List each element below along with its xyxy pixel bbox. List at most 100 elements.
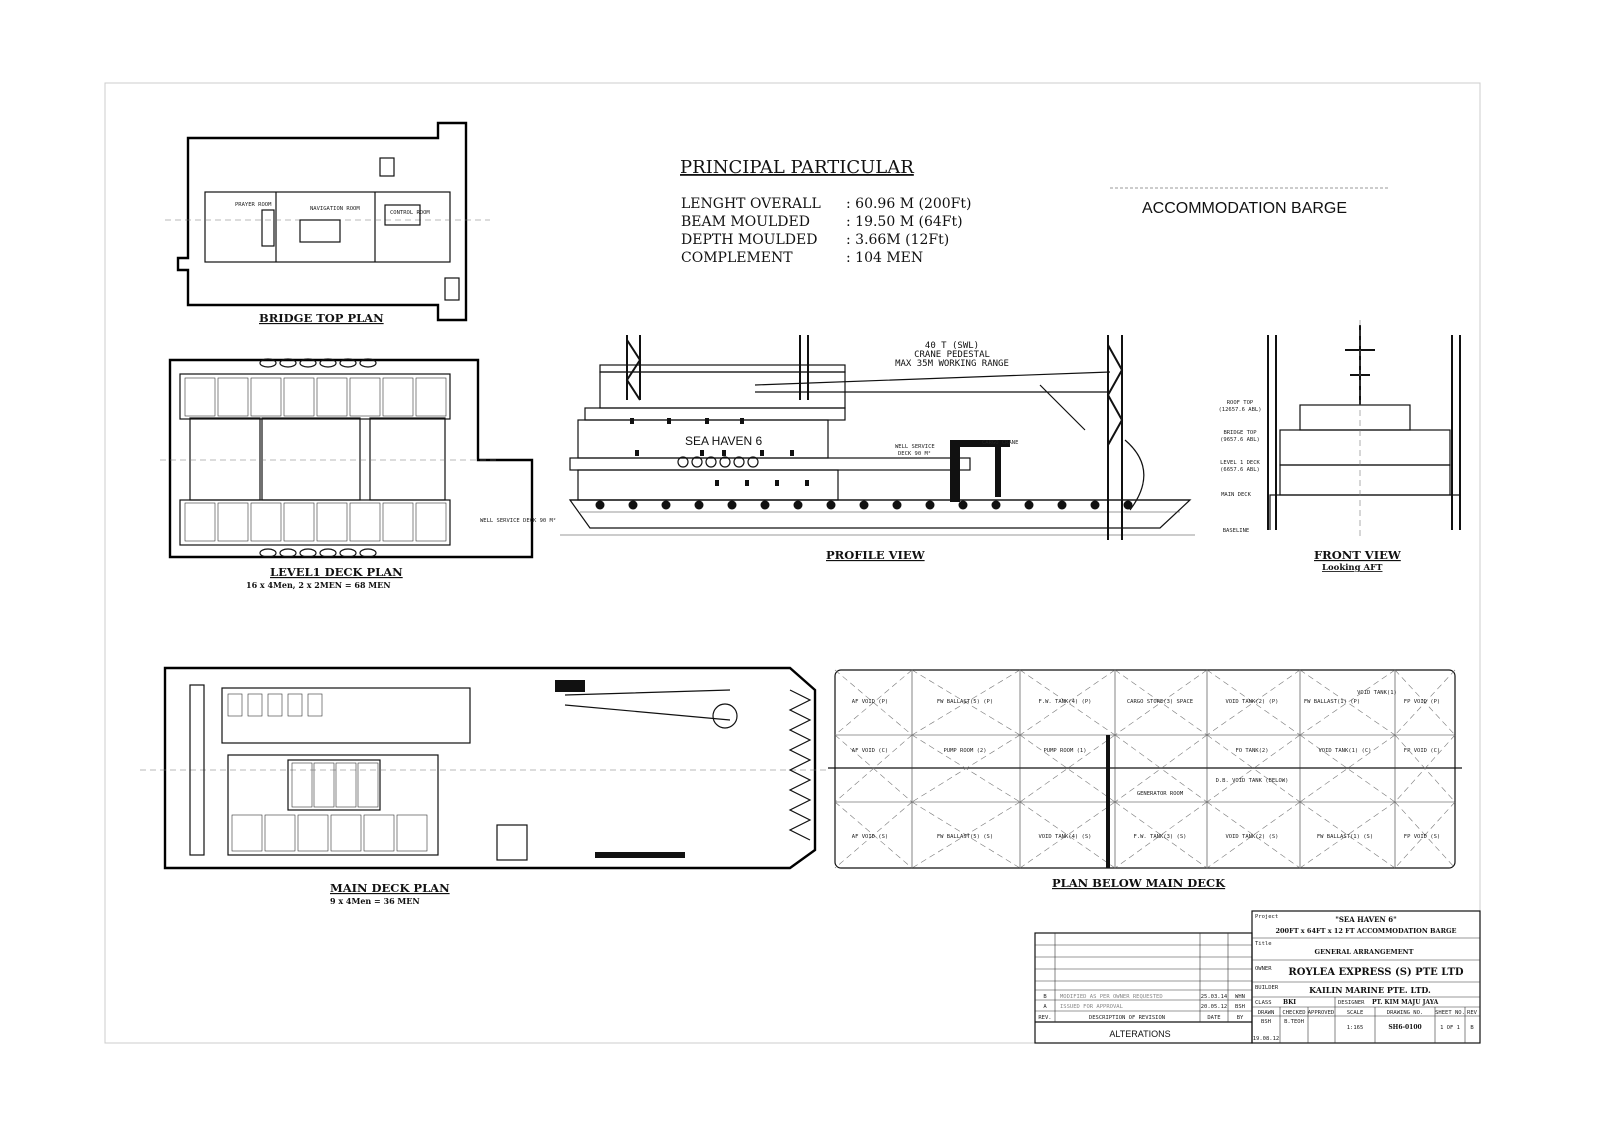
cabin	[382, 502, 414, 542]
fender-icon	[694, 500, 704, 510]
owner-label: OWNER	[1255, 966, 1272, 972]
cabin	[217, 377, 249, 417]
tank-label: F.W. TANK(3) (S)	[1134, 834, 1187, 840]
revision-description: MODIFIED AS PER OWNER REQUESTED	[1060, 994, 1163, 1000]
diagonal-line	[834, 734, 913, 803]
main-deck-complement: 9 x 4Men = 36 MEN	[330, 896, 420, 906]
level1-deck-plan-title: LEVEL1 DECK PLAN	[270, 565, 403, 579]
cabin	[316, 377, 348, 417]
alterations-title: ALTERATIONS	[1109, 1029, 1170, 1039]
cabin	[335, 762, 357, 808]
tank-label: AF VOID (C)	[852, 748, 888, 754]
cargo-crane-label: CARGO CRANE	[982, 440, 1018, 446]
tank-label: D.B. VOID TANK (BELOW)	[1216, 778, 1289, 784]
tank-label: FO TANK(2)	[1235, 748, 1268, 754]
fender-icon	[1123, 500, 1133, 510]
cabin	[283, 502, 315, 542]
fender-icon	[1090, 500, 1100, 510]
cabin	[297, 814, 329, 852]
particular-label: DEPTH MOULDED	[681, 232, 817, 248]
cabin	[184, 377, 216, 417]
fender-icon	[727, 500, 737, 510]
cabin	[313, 762, 335, 808]
diagonal-line	[1019, 669, 1116, 736]
drawn-date: 19.08.12	[1253, 1036, 1280, 1042]
mess-table	[307, 693, 323, 717]
diagonal-line	[1299, 669, 1396, 736]
builder-label: BUILDER	[1255, 985, 1279, 991]
mess-table	[287, 693, 303, 717]
cabin	[415, 502, 447, 542]
tank-label: F.W. TANK(4) (P)	[1039, 699, 1092, 705]
porthole-icon	[635, 450, 639, 456]
fender-icon	[661, 500, 671, 510]
cabin	[231, 814, 263, 852]
diagonal-line	[834, 801, 913, 869]
diagonal-line	[1114, 669, 1208, 736]
svg-text:CONTROL ROOM: CONTROL ROOM	[390, 210, 430, 216]
level-name: LEVEL 1 DECK	[1220, 460, 1260, 466]
tank-label: VOID TANK(2) (P)	[1226, 699, 1279, 705]
revision-date: 20.05.12	[1201, 1004, 1228, 1010]
crane-note-range: MAX 35M WORKING RANGE	[895, 359, 1009, 369]
porthole-icon	[805, 480, 809, 486]
header-drawn: DRAWN	[1258, 1010, 1275, 1016]
liferaft-icon	[299, 548, 317, 558]
diagonal-line	[1114, 734, 1208, 803]
diagonal-line	[1206, 669, 1301, 736]
diagonal-line	[911, 734, 1021, 803]
diagonal-line	[1394, 669, 1456, 736]
tank-label: AF VOID (S)	[852, 834, 888, 840]
porthole-icon	[705, 418, 709, 424]
porthole-icon	[775, 480, 779, 486]
title-label: Title	[1255, 941, 1272, 947]
revision-id: B	[1043, 994, 1047, 1000]
cabin	[264, 814, 296, 852]
diagonal-line	[1394, 801, 1456, 869]
fender-icon	[595, 500, 605, 510]
mess-table	[247, 693, 263, 717]
diagonal-line	[1394, 734, 1456, 803]
liferaft-icon	[705, 456, 717, 468]
main-deck-plan-title: MAIN DECK PLAN	[330, 881, 450, 895]
mess-table	[227, 693, 243, 717]
scale-value: 1:165	[1347, 1025, 1364, 1031]
cabin	[291, 762, 313, 808]
sheet-number: 1 OF 1	[1440, 1025, 1460, 1031]
svg-text:PRAYER ROOM: PRAYER ROOM	[235, 202, 272, 208]
cabin	[250, 377, 282, 417]
tank-label: FW BALLAST(1) (S)	[1317, 834, 1373, 840]
porthole-icon	[630, 418, 634, 424]
cabin	[283, 377, 315, 417]
header-rev: REV.	[1038, 1015, 1051, 1021]
revision-by: WHN	[1235, 994, 1245, 1000]
level-elevation: (6657.6 ABL)	[1220, 467, 1260, 473]
liferaft-icon	[299, 358, 317, 368]
diagonal-line	[1114, 669, 1208, 736]
liferaft-icon	[677, 456, 689, 468]
liferaft-icon	[319, 548, 337, 558]
tank-label: AF VOID (P)	[852, 699, 888, 705]
tank-label: PUMP ROOM (1)	[1043, 748, 1086, 754]
header-checked: CHECKED	[1282, 1010, 1305, 1016]
porthole-icon	[715, 480, 719, 486]
plan-below-main-deck: AF VOID (P)FW BALLAST(5) (P)F.W. TANK(4)…	[828, 669, 1462, 890]
level-name: MAIN DECK	[1221, 492, 1251, 498]
diagonal-line	[1206, 734, 1301, 803]
revision-id: A	[1043, 1004, 1047, 1010]
vessel-type-title: ACCOMMODATION BARGE	[1142, 200, 1347, 217]
cabin	[396, 814, 428, 852]
vessel-name: SEA HAVEN 6	[685, 434, 762, 448]
liferaft-icon	[279, 548, 297, 558]
project-name: "SEA HAVEN 6"	[1335, 915, 1397, 924]
cabin	[316, 502, 348, 542]
main-deck-plan: MAIN DECK PLAN 9 x 4Men = 36 MEN	[140, 666, 830, 906]
fender-icon	[892, 500, 902, 510]
porthole-icon	[667, 418, 671, 424]
designer-label: DESIGNER	[1338, 1000, 1365, 1006]
liferaft-icon	[319, 358, 337, 368]
tank-label: FP VOID (S)	[1404, 834, 1440, 840]
liferaft-icon	[339, 358, 357, 368]
principal-particular: PRINCIPAL PARTICULAR LENGHT OVERALL : 60…	[680, 157, 971, 266]
